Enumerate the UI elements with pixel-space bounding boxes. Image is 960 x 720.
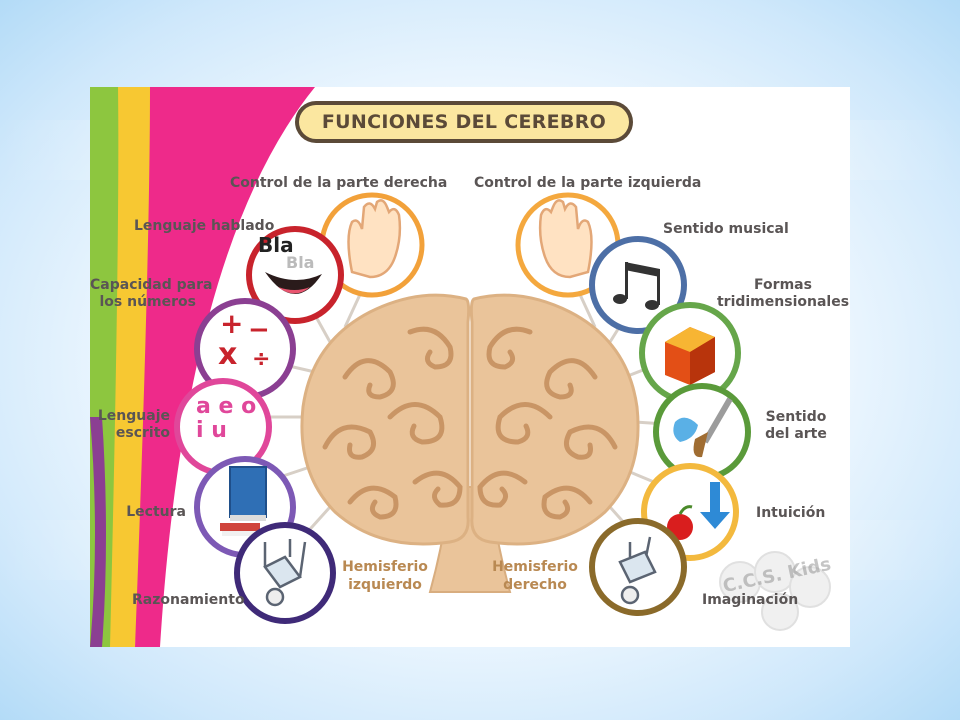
label-capacidad-numeros-1: Capacidad para: [90, 277, 213, 293]
plus-symbol: +: [220, 307, 244, 340]
bla-text: Bla: [258, 233, 294, 257]
puppet-icon-right: [618, 536, 657, 605]
label-formas-1: Formas: [754, 277, 812, 293]
hemisferio-derecho-1: Hemisferio: [492, 559, 578, 575]
diagram-title: FUNCIONES DEL CEREBRO: [321, 111, 607, 133]
left-icon-lenguaje-hablado: [246, 226, 344, 324]
label-control-derecha: Control de la parte derecha: [230, 175, 448, 191]
corner-stripes: [90, 87, 315, 647]
hemisferio-derecho-2: derecho: [503, 577, 567, 593]
bla-shadow-text: Bla: [286, 253, 315, 272]
title-banner: [295, 101, 633, 143]
cube-icon: [665, 327, 715, 385]
right-icon-imaginacion: [589, 518, 687, 616]
label-lenguaje-escrito-2: escrito: [115, 425, 170, 441]
label-lectura: Lectura: [126, 504, 186, 520]
brain-illustration: [300, 293, 640, 593]
right-icon-arte: [653, 383, 751, 481]
music-notes-icon: [613, 262, 660, 310]
hemisferio-izquierdo-2: izquierdo: [348, 577, 422, 593]
hand-icon: [347, 199, 402, 279]
puppet-icon: [263, 539, 307, 607]
ccs-kids-logo: [719, 551, 831, 631]
label-imaginacion: Imaginación: [702, 592, 799, 608]
paintbrush-icon: [673, 397, 733, 458]
label-control-izquierda: Control de la parte izquierda: [474, 175, 702, 191]
infographic-slide: FUNCIONES DEL CEREBRO Bla Bla + − x ÷ a …: [90, 87, 850, 647]
label-lenguaje-escrito-1: Lenguaje: [97, 408, 170, 424]
right-icon-musical: [589, 236, 687, 334]
left-icon-control-derecha: [319, 192, 425, 298]
label-razonamiento: Razonamiento: [132, 592, 245, 608]
times-symbol: x: [218, 337, 238, 372]
brain-diagram: [90, 87, 831, 647]
left-icon-razonamiento: [234, 522, 336, 624]
vowels-text: a e o i u: [196, 394, 257, 443]
label-formas-2: tridimensionales: [716, 294, 850, 310]
divide-symbol: ÷: [252, 347, 271, 372]
brain-swirls: [322, 326, 618, 520]
minus-symbol: −: [248, 315, 270, 345]
label-sentido-arte-2: del arte: [765, 426, 827, 442]
hemisferio-izquierdo-1: Hemisferio: [342, 559, 428, 575]
book-icon: [220, 466, 267, 536]
label-capacidad-numeros-2: los números: [99, 294, 197, 310]
label-intuicion: Intuición: [756, 505, 826, 521]
left-icon-lectura: [194, 456, 296, 558]
label-lenguaje-hablado: Lenguaje hablado: [134, 218, 275, 234]
label-sentido-musical: Sentido musical: [663, 221, 789, 237]
hand-icon-right: [538, 199, 593, 279]
right-icon-formas: [639, 302, 741, 404]
label-sentido-arte-1: Sentido: [765, 409, 827, 425]
